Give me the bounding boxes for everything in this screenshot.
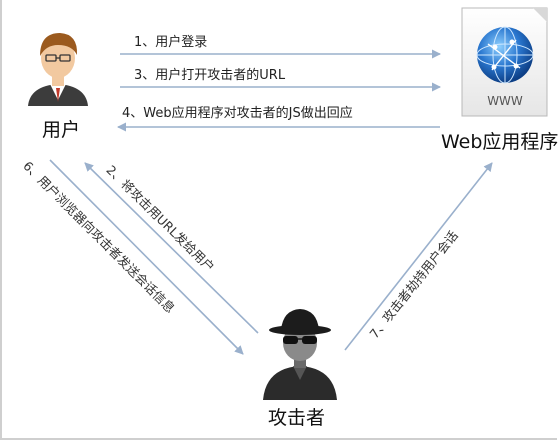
arrow-step6 — [49, 159, 244, 355]
web-app-label: Web应用程序 — [441, 131, 559, 153]
step1-label: 1、用户登录 — [134, 35, 208, 50]
attacker-avatar-icon — [263, 309, 337, 400]
arrow-step7 — [344, 162, 493, 351]
web-icon-text: WWW — [487, 94, 523, 108]
step4-label: 4、Web应用程序对攻击者的JS做出回应 — [122, 106, 353, 121]
step3-label: 3、用户打开攻击者的URL — [134, 68, 286, 83]
user-avatar-icon — [28, 33, 88, 106]
web-app-icon: WWW — [461, 7, 548, 117]
user-label: 用户 — [42, 119, 81, 141]
attacker-label: 攻击者 — [268, 407, 326, 429]
arrow-step2 — [84, 162, 259, 334]
